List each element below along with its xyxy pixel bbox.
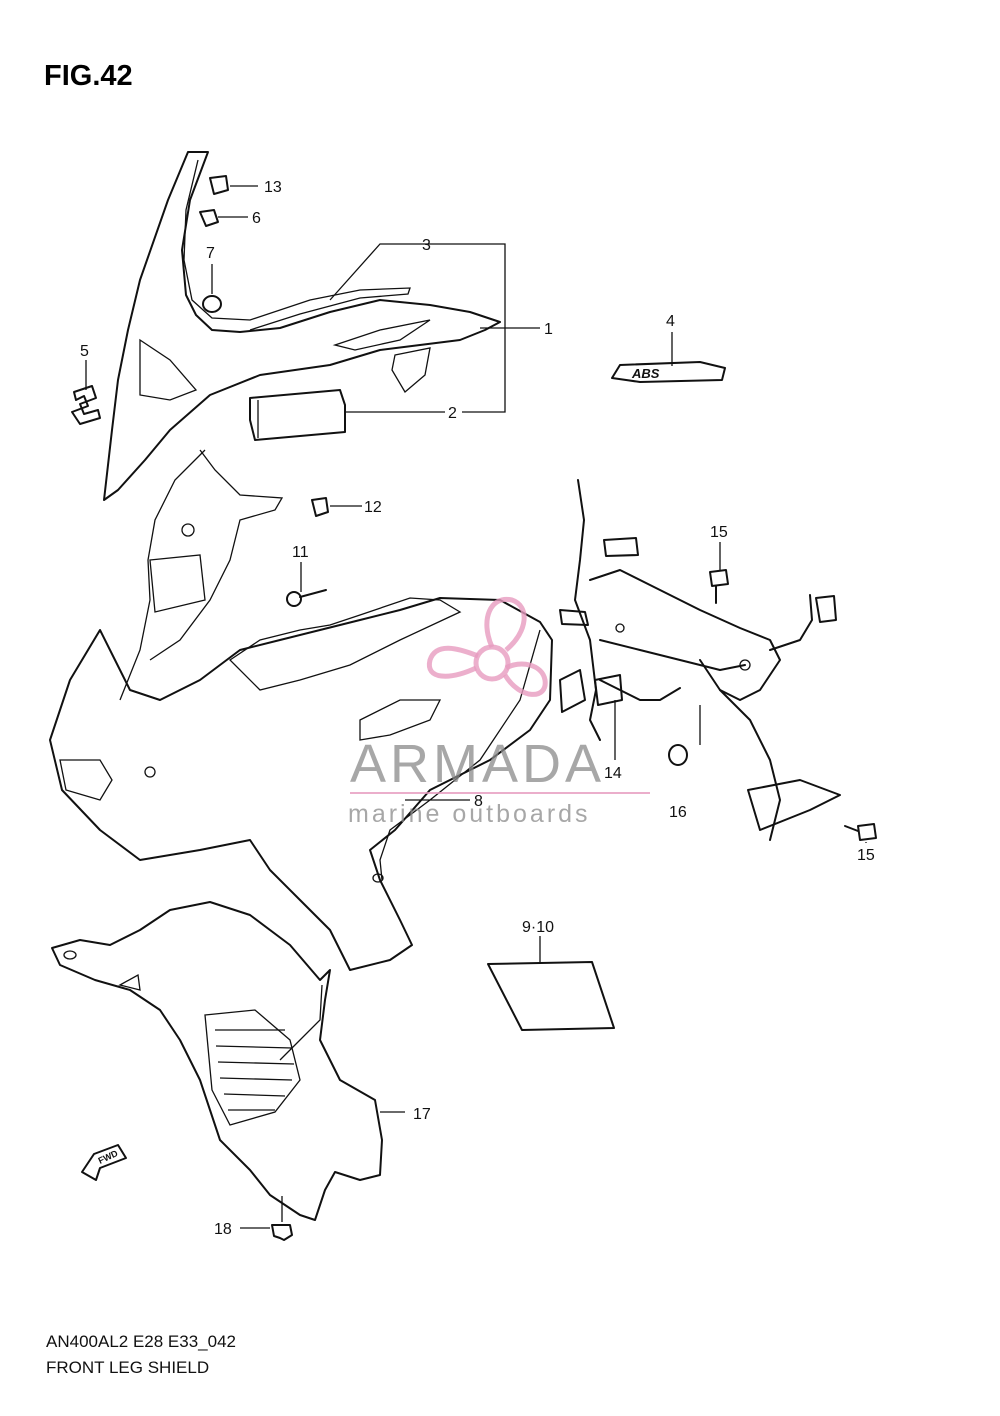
bolt-part-15-upper[interactable] [709, 569, 729, 604]
grommet-part-7[interactable] [202, 295, 222, 313]
front-leg-shield-part-8[interactable] [49, 449, 553, 971]
label-part-9-10[interactable] [487, 961, 615, 1031]
label-part-2[interactable] [249, 389, 346, 441]
frame-bracket-part-14[interactable] [559, 479, 841, 841]
figure-name: FRONT LEG SHIELD [46, 1358, 210, 1377]
leader-lines [85, 185, 867, 1229]
callout-5: 5 [80, 343, 89, 360]
callout-16: 16 [669, 804, 687, 821]
figure-title: FIG.42 [44, 60, 133, 92]
callout-11: 11 [292, 544, 309, 561]
callouts: 1 2 3 4 5 6 7 8 9·10 11 12 13 14 15 15 1… [80, 179, 875, 1238]
callout-12: 12 [364, 499, 382, 516]
callout-7: 7 [206, 245, 215, 262]
callout-14: 14 [604, 765, 622, 782]
watermark-tagline: marine outboards [348, 800, 591, 828]
front-cover-part-1[interactable] [103, 151, 501, 501]
callout-6: 6 [252, 210, 261, 227]
model-code: AN400AL2 E28 E33_042 [46, 1332, 236, 1351]
armada-watermark: ARMADA marine outboards [348, 596, 650, 828]
callout-17: 17 [413, 1106, 431, 1123]
watermark-brand: ARMADA [350, 734, 605, 794]
callout-8: 8 [474, 793, 483, 810]
callout-1: 1 [544, 321, 553, 338]
fwd-label: FWD [97, 1148, 120, 1166]
nut-part-6[interactable] [199, 209, 219, 227]
abs-emblem-part-4[interactable]: ABS [611, 361, 726, 383]
callout-3: 3 [422, 237, 431, 254]
inner-cover-part-17[interactable] [51, 901, 383, 1221]
callout-15-lower: 15 [857, 847, 875, 864]
fwd-arrow-icon: FWD [81, 1144, 127, 1181]
armada-propeller-logo-icon [426, 596, 548, 697]
callout-13: 13 [264, 179, 282, 196]
callout-4: 4 [666, 313, 675, 330]
callout-2: 2 [448, 405, 457, 422]
nut-part-12[interactable] [311, 497, 329, 517]
screw-part-11[interactable] [286, 589, 327, 607]
callout-9-10: 9·10 [522, 919, 554, 936]
callout-15-upper: 15 [710, 524, 728, 541]
grommet-part-16[interactable] [668, 744, 688, 766]
clip-part-5[interactable] [71, 385, 101, 425]
callout-18: 18 [214, 1221, 232, 1238]
bolt-part-15-lower[interactable] [844, 823, 877, 841]
abs-emblem-text: ABS [631, 366, 660, 381]
nut-part-13[interactable] [209, 175, 229, 195]
fastener-part-18[interactable] [271, 1224, 293, 1241]
